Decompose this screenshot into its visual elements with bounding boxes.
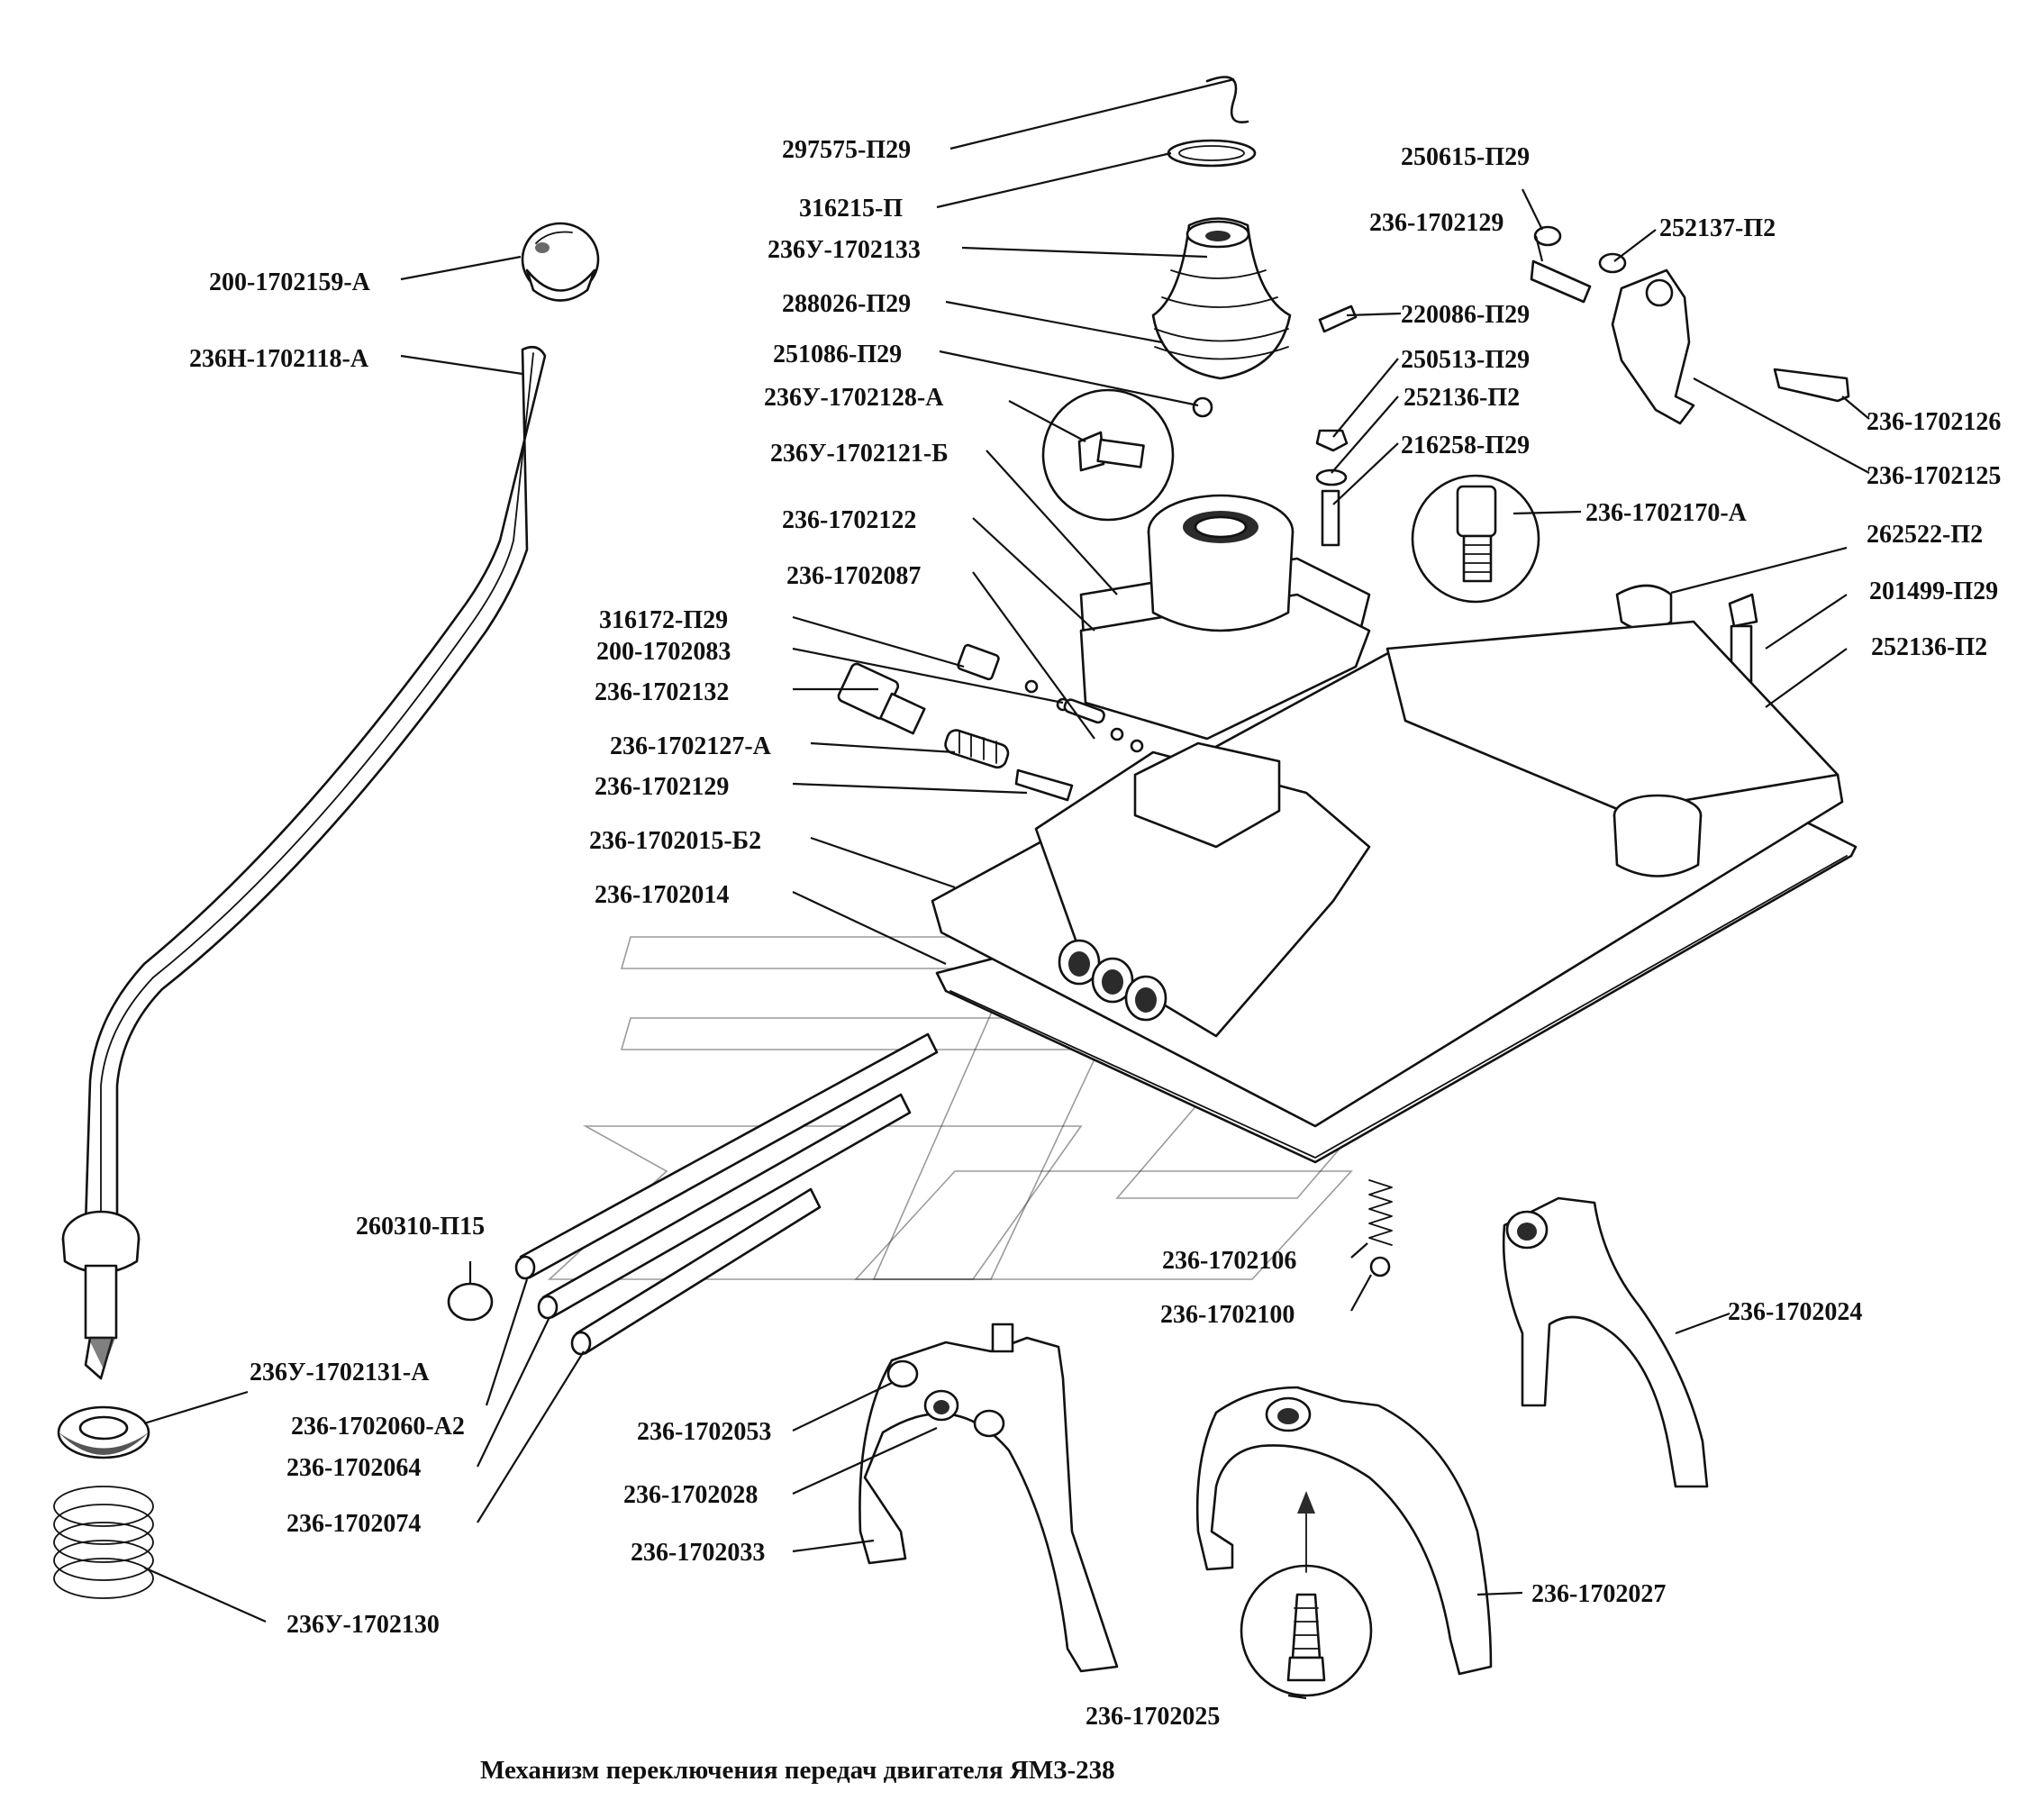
fork-middle-part (1195, 1386, 1493, 1676)
callout-251086-p29: 251086-П29 (773, 341, 902, 368)
callout-236-1702127-a: 236-1702127-А (610, 732, 772, 760)
callout-236u-1702128-a: 236У-1702128-А (764, 384, 944, 412)
callout-236-1702125: 236-1702125 (1867, 462, 2001, 490)
callout-201499-p29: 201499-П29 (1869, 577, 1998, 605)
diagram-caption: Механизм переключения передач двигателя … (480, 1756, 1115, 1785)
callout-252136-p2-lower: 252136-П2 (1871, 633, 1987, 661)
shift-housing-part (931, 620, 1858, 1164)
callout-297575-p29: 297575-П29 (782, 136, 911, 164)
fork-right-part (1502, 1196, 1709, 1488)
callout-236-1702027: 236-1702027 (1531, 1580, 1666, 1608)
callout-236-1702015-b2: 236-1702015-Б2 (589, 827, 761, 855)
callout-236-1702122: 236-1702122 (782, 506, 916, 534)
callout-236-1702170-a: 236-1702170-А (1585, 499, 1748, 527)
callout-labels: 297575-П29 316215-П 236У-1702133 288026-… (189, 136, 2001, 1731)
detail-circle-bolt (1041, 388, 1175, 522)
callout-236-1702129-left: 236-1702129 (595, 773, 729, 801)
callout-250615-p29: 250615-П29 (1401, 143, 1530, 171)
plug-part (447, 1282, 494, 1322)
detail-circle-screw (1240, 1491, 1373, 1697)
callout-236-1702074: 236-1702074 (286, 1510, 421, 1538)
callout-236u-1702130: 236У-1702130 (286, 1611, 440, 1639)
detent-parts (1368, 1179, 1393, 1277)
callout-252137-p2: 252137-П2 (1659, 214, 1776, 242)
callout-236-1702106: 236-1702106 (1162, 1247, 1296, 1275)
callout-236-1702087: 236-1702087 (786, 562, 921, 590)
callout-236-1702028: 236-1702028 (623, 1481, 758, 1509)
callout-236-1702060-a2: 236-1702060-А2 (291, 1413, 465, 1441)
washer-part (57, 1405, 150, 1459)
callout-236u-1702121-b: 236У-1702121-Б (770, 440, 949, 468)
shift-rails-part (514, 1032, 939, 1356)
callout-200-1702159-a: 200-1702159-А (209, 268, 371, 296)
gear-lever-part (61, 345, 547, 1380)
callout-262522-p2: 262522-П2 (1867, 521, 1983, 549)
callout-236-1702025: 236-1702025 (1086, 1703, 1220, 1731)
callout-236u-1702131-a: 236У-1702131-А (250, 1359, 430, 1386)
callout-216258-p29: 216258-П29 (1401, 432, 1530, 459)
callout-236-1702064: 236-1702064 (286, 1454, 421, 1482)
callout-236-1702126: 236-1702126 (1867, 408, 2001, 436)
callout-260310-p15: 260310-П15 (356, 1213, 485, 1241)
cover-plate-part (1079, 494, 1371, 741)
boot-part (1151, 76, 1292, 418)
callout-252136-p2-upper: 252136-П2 (1404, 384, 1520, 412)
fork-left-part (858, 1323, 1119, 1673)
callout-236-1702024: 236-1702024 (1728, 1298, 1862, 1326)
callout-288026-p29: 288026-П29 (782, 290, 911, 318)
callout-236-1702100: 236-1702100 (1160, 1301, 1295, 1329)
callout-236u-1702133: 236У-1702133 (768, 236, 921, 264)
callout-220086-p29: 220086-П29 (1401, 301, 1530, 329)
small-parts-left (837, 643, 1144, 802)
callout-236-1702129-top: 236-1702129 (1369, 209, 1503, 237)
callout-316215-p: 316215-П (799, 195, 903, 223)
leader-lines (143, 77, 1870, 1700)
callout-236-1702014: 236-1702014 (595, 881, 729, 909)
callout-236n-1702118-a: 236Н-1702118-А (189, 345, 369, 373)
callout-236-1702053: 236-1702053 (637, 1418, 771, 1446)
small-parts-right (1315, 225, 1850, 724)
callout-200-1702083: 200-1702083 (596, 638, 731, 666)
callout-236-1702132: 236-1702132 (595, 678, 729, 706)
callout-316172-p29: 316172-П29 (599, 606, 728, 634)
spring-part (53, 1486, 154, 1599)
detail-circle-insert (1411, 474, 1540, 604)
lever-knob-part (521, 222, 600, 302)
callout-250513-p29: 250513-П29 (1401, 346, 1530, 374)
callout-236-1702033: 236-1702033 (631, 1539, 765, 1567)
